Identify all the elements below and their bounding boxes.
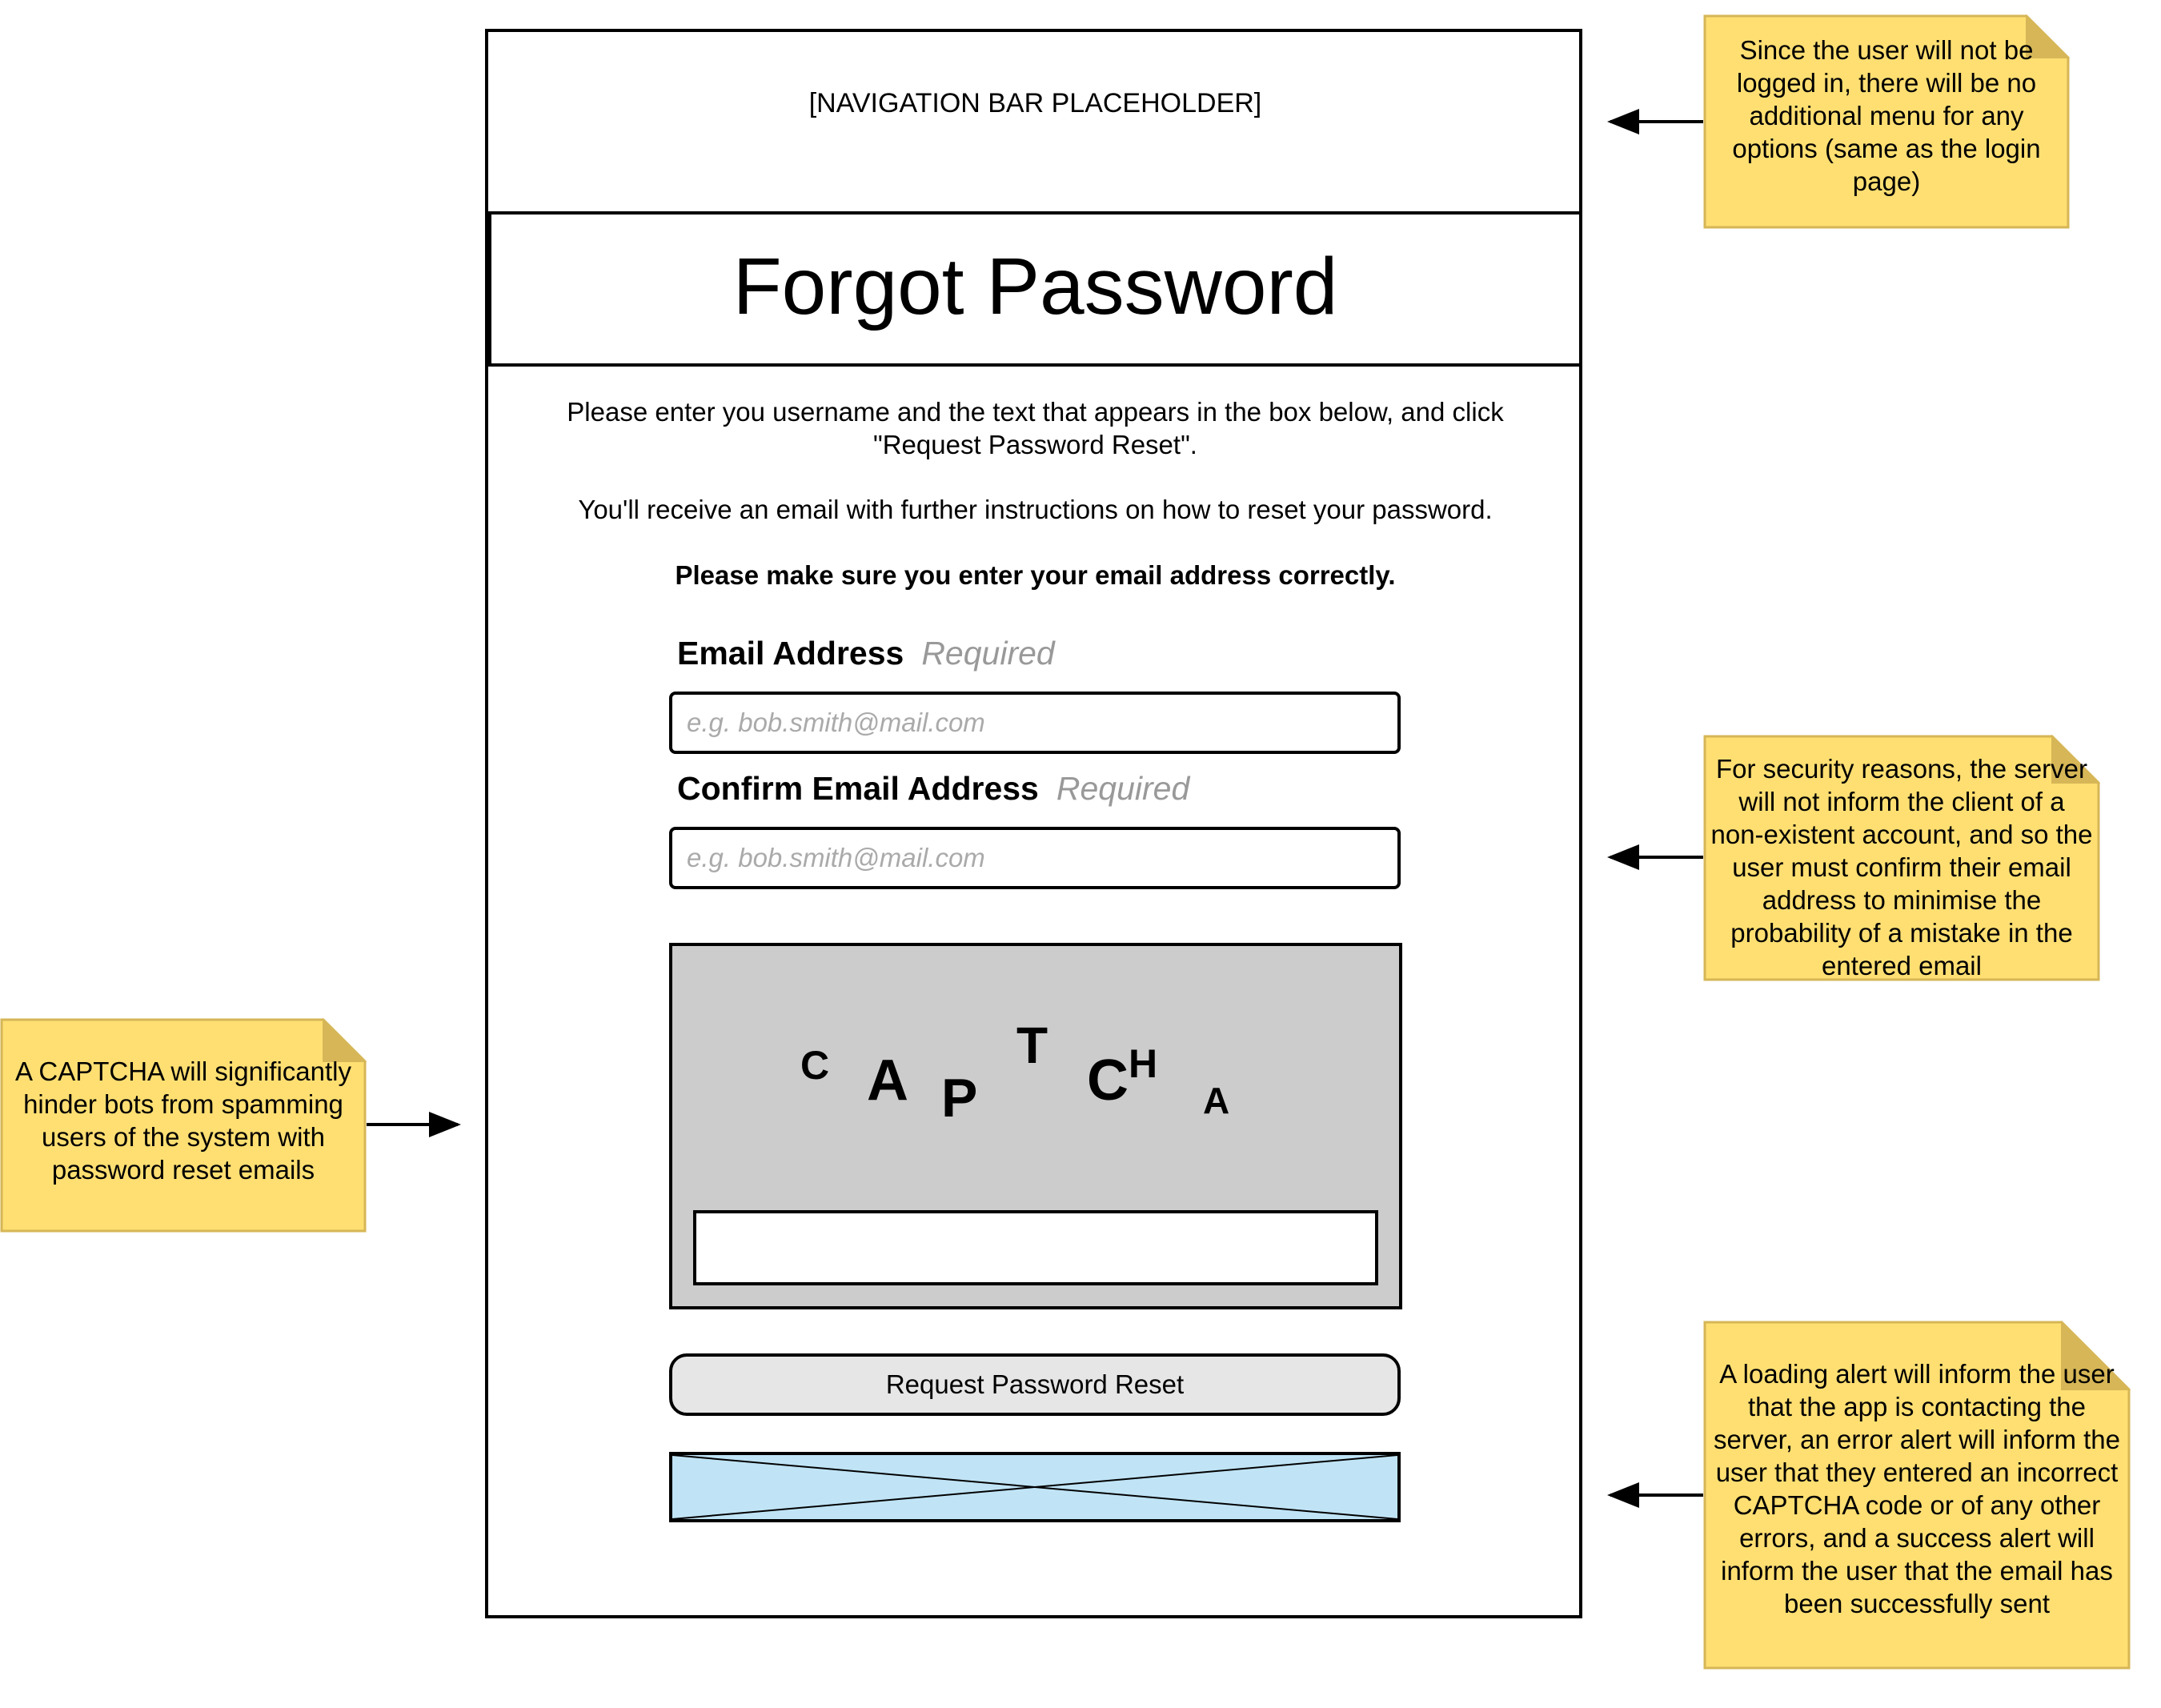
alert-placeholder [669,1452,1401,1522]
alert-placeholder-cross [672,1454,1398,1520]
sticky-note-shape [1703,735,2100,981]
confirm-email-input[interactable] [669,827,1401,889]
confirm-email-required-hint: Required [1056,770,1190,807]
sticky-note-text: A loading alert will inform the user tha… [1713,1359,2120,1618]
sticky-note-text: Since the user will not be logged in, th… [1732,35,2041,196]
page-title: Forgot Password [732,242,1338,331]
instruction-email-text: You'll receive an email with further ins… [578,495,1493,524]
sticky-note-confirm-email: For security reasons, the server will no… [1703,735,2100,981]
captcha-letter: P [941,1068,978,1129]
captcha-letter: A [1203,1080,1230,1121]
nav-divider [485,211,1582,215]
sticky-note-navigation: Since the user will not be logged in, th… [1703,14,2070,229]
email-label: Email Address Required [677,635,1055,672]
confirm-email-label: Confirm Email Address Required [677,770,1189,808]
captcha-input[interactable] [693,1210,1378,1285]
instruction-text: Please enter you username and the text t… [567,397,1504,459]
captcha-letter: H [1129,1041,1158,1086]
confirm-email-label-text: Confirm Email Address [677,770,1039,807]
email-required-hint: Required [921,635,1055,672]
captcha-letter: A [867,1048,908,1113]
sticky-note-text: For security reasons, the server will no… [1710,754,2093,980]
navigation-bar-placeholder: [NAVIGATION BAR PLACEHOLDER] [808,88,1262,118]
email-input[interactable] [669,692,1401,754]
sticky-note-shape [0,1018,367,1233]
sticky-note-alerts: A loading alert will inform the user tha… [1703,1321,2131,1670]
captcha-letter: C [1087,1048,1129,1113]
request-password-reset-button[interactable]: Request Password Reset [669,1353,1401,1416]
sticky-note-captcha: A CAPTCHA will significantly hinder bots… [0,1018,367,1233]
sticky-note-text: A CAPTCHA will significantly hinder bots… [15,1056,351,1185]
sticky-note-shape [1703,1321,2131,1670]
captcha-letter: T [1016,1016,1048,1074]
title-box [488,211,1582,367]
instruction-warning-text: Please make sure you enter your email ad… [675,560,1396,590]
email-label-text: Email Address [677,635,904,672]
sticky-note-shape [1703,14,2070,229]
captcha-letter: C [800,1043,830,1088]
